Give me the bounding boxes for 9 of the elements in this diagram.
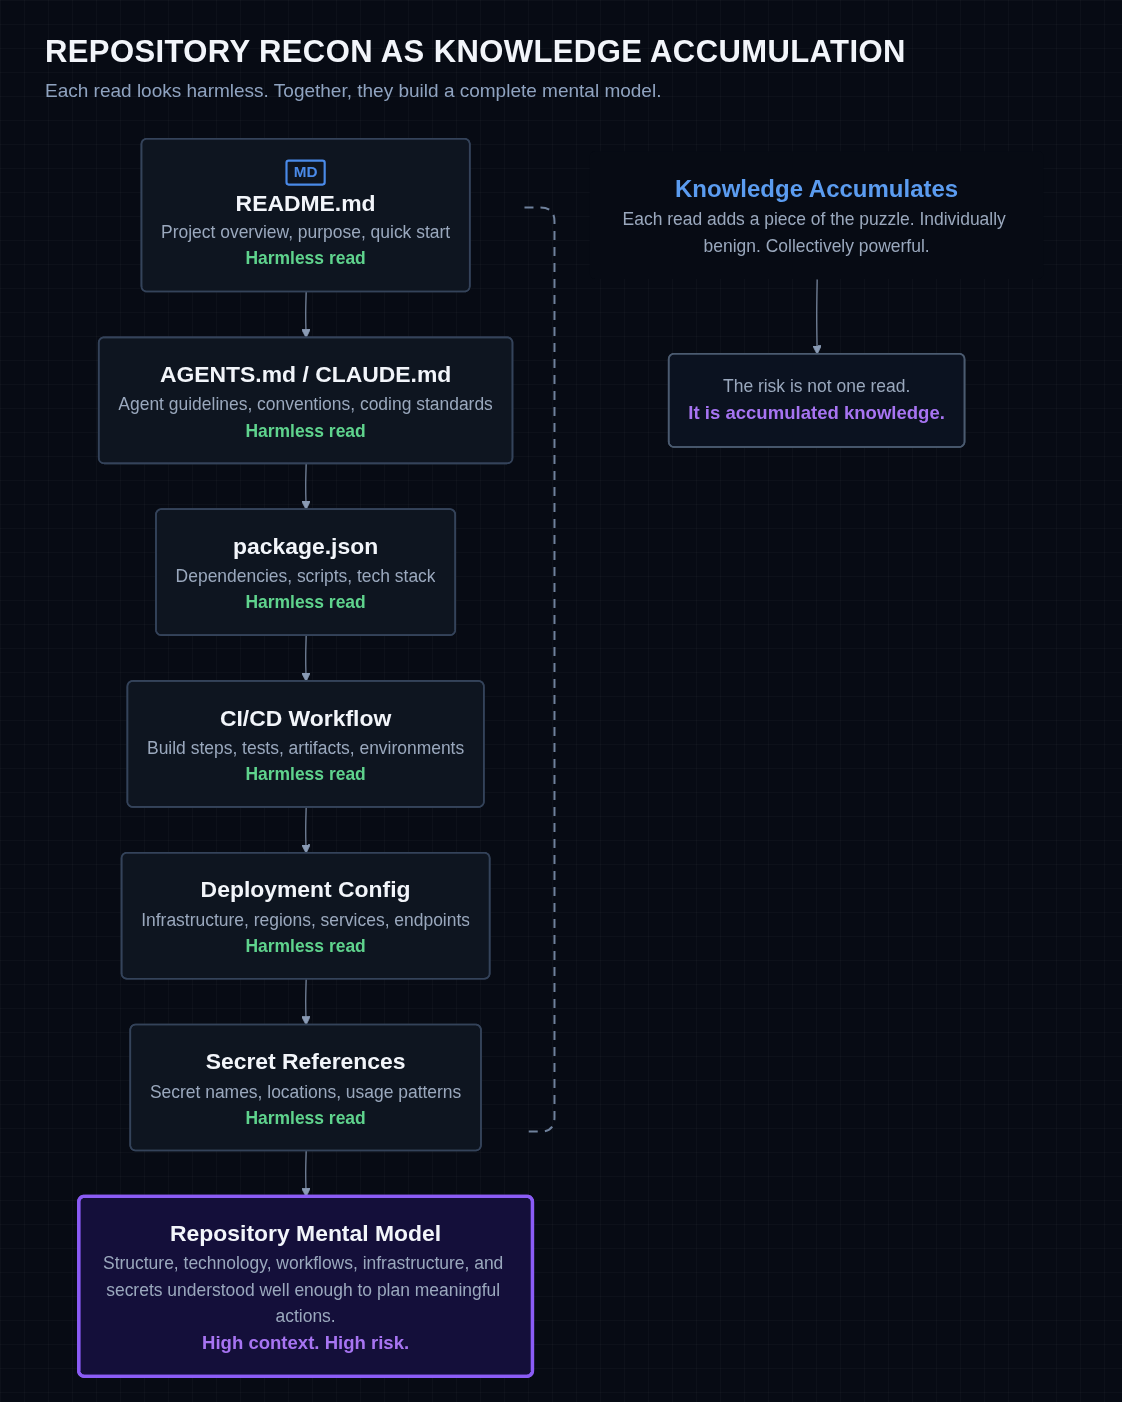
diagram-title: REPOSITORY RECON AS KNOWLEDGE ACCUMULATION — [45, 34, 906, 70]
arrow — [301, 635, 311, 682]
arrow — [301, 978, 311, 1026]
subtitle-text: Each read looks harmless. Together, they build a complete mental model. — [45, 80, 662, 102]
arrow — [301, 463, 311, 511]
arrow — [812, 278, 822, 355]
node-box: Knowledge Accumulates Each read adds a piece of the puzzle. Individually benign. Collectively powerful. — [589, 151, 1044, 279]
arrow — [301, 291, 311, 339]
arrow — [301, 806, 311, 854]
